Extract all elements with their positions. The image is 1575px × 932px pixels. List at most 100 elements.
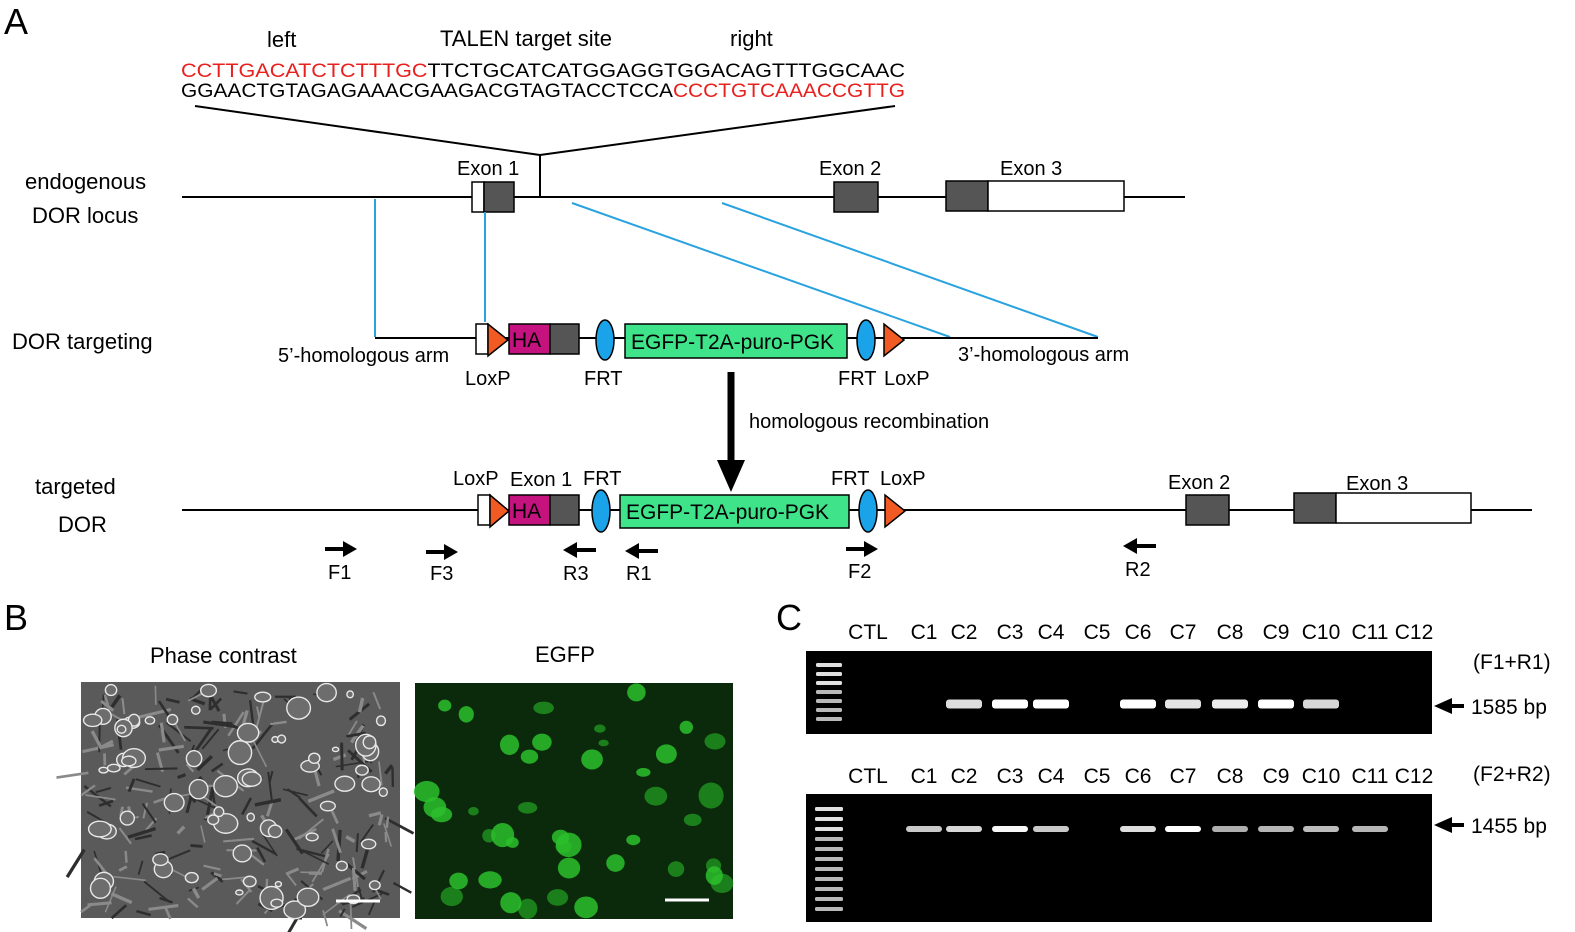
phase-fiber (141, 803, 157, 824)
phase-fiber (267, 771, 273, 801)
egfp-cell (705, 866, 723, 885)
gel-band-c9 (1258, 826, 1294, 832)
gel2-size-arrow (1434, 817, 1464, 833)
phase-fiber (282, 788, 308, 797)
targeting-loxp-right-label: LoxP (884, 368, 930, 390)
zoom-lines (194, 105, 896, 198)
exon2-label: Exon 2 (819, 158, 881, 180)
phase-fiber (384, 764, 394, 775)
ladder-band (816, 672, 842, 676)
phase-fiber (320, 848, 330, 873)
targeted-loxp-right-label: LoxP (880, 468, 926, 490)
phase-colony (116, 724, 127, 734)
lane-label-c2: C2 (951, 765, 978, 788)
lane-label-c3: C3 (997, 621, 1024, 644)
phase-colony (305, 832, 319, 842)
phase-fiber (322, 893, 351, 916)
phase-colony (378, 787, 388, 798)
phase-fiber (203, 720, 236, 729)
phase-colony (355, 764, 369, 776)
targeting-exon1-box (549, 323, 580, 355)
phase-contrast-title: Phase contrast (150, 643, 297, 668)
sequence-top-left-arm: CCTTGACATCTCTTTGC (181, 61, 428, 82)
endogenous-label-line2: DOR locus (32, 203, 138, 228)
phase-colony (104, 683, 118, 697)
phase-fiber (100, 699, 115, 712)
phase-colony (163, 792, 185, 813)
phase-colony (235, 889, 244, 896)
egfp-cell (574, 896, 598, 919)
lane-label-c7: C7 (1170, 765, 1197, 788)
targeted-utr-box (477, 494, 491, 526)
targeted-loxp-left-label: LoxP (453, 468, 499, 490)
phase-fiber (320, 840, 334, 854)
phase-colony (119, 810, 136, 826)
egfp-cell (606, 854, 625, 872)
phase-fiber (104, 886, 117, 913)
targeted-exon1-box (549, 494, 580, 526)
phase-colony (319, 800, 336, 812)
exon2-box (833, 181, 879, 213)
phase-colony (283, 900, 307, 920)
primer-r2-label: R2 (1125, 559, 1151, 581)
ladder-band (816, 708, 842, 712)
egfp-cell (468, 807, 479, 816)
phase-colony (185, 749, 203, 768)
egfp-cell (594, 724, 606, 733)
phase-fiber (270, 720, 287, 726)
ladder-band (815, 827, 843, 831)
targeting-utr-box (475, 323, 489, 355)
phase-fiber (110, 892, 133, 905)
phase-colony (166, 713, 179, 726)
phase-fiber (210, 871, 224, 883)
panel-b-label: B (4, 597, 28, 638)
lane-label-c5: C5 (1084, 621, 1111, 644)
phase-fiber (190, 844, 203, 848)
recombination-arrow-head (717, 460, 745, 492)
arm5-label: 5’-homologous arm (278, 345, 449, 367)
phase-fiber (286, 873, 297, 887)
egfp-image (413, 683, 734, 919)
ladder-band (815, 877, 843, 881)
lane-label-c1: C1 (911, 765, 938, 788)
lane-label-ctl: CTL (848, 621, 888, 644)
lane-label-c12: C12 (1395, 621, 1434, 644)
ladder-band (816, 699, 842, 703)
phase-fiber (110, 904, 128, 920)
phase-colony (267, 824, 283, 839)
phase-fiber (82, 743, 114, 754)
targeted-exon3-coding-box (1293, 492, 1337, 524)
lane-label-c3: C3 (997, 765, 1024, 788)
targeted-frt-left-label: FRT (583, 468, 622, 490)
phase-fiber (142, 802, 148, 819)
phase-colony (188, 778, 209, 800)
phase-colony (121, 755, 137, 767)
phase-fiber (144, 767, 178, 771)
egfp-cell (438, 699, 452, 712)
targeting-frt-left (595, 319, 615, 361)
primer-f1-label: F1 (328, 562, 351, 584)
primer-f3-label: F3 (430, 563, 453, 585)
phase-fiber (359, 824, 374, 843)
egfp-cell (413, 780, 440, 803)
egfp-cell (423, 797, 447, 818)
phase-colony (89, 877, 112, 899)
phase-fiber (213, 872, 222, 878)
phase-colony (106, 763, 121, 773)
egfp-cell (547, 889, 569, 906)
gel1-primer-label: (F1+R1) (1473, 651, 1551, 674)
targeted-exon3-utr-box (1335, 492, 1472, 524)
targeting-label: DOR targeting (12, 329, 153, 354)
egfp-cell (533, 701, 554, 715)
phase-fiber (165, 721, 192, 743)
lane-label-c10: C10 (1302, 621, 1341, 644)
targeting-loxp-right (883, 322, 906, 358)
gel-band-c3 (992, 826, 1028, 832)
phase-colony (152, 853, 169, 867)
phase-colony (360, 838, 377, 850)
phase-fiber (355, 833, 359, 853)
egfp-cell (440, 886, 463, 907)
phase-fiber (345, 835, 356, 844)
phase-fiber (256, 846, 267, 863)
phase-colony (308, 752, 321, 764)
